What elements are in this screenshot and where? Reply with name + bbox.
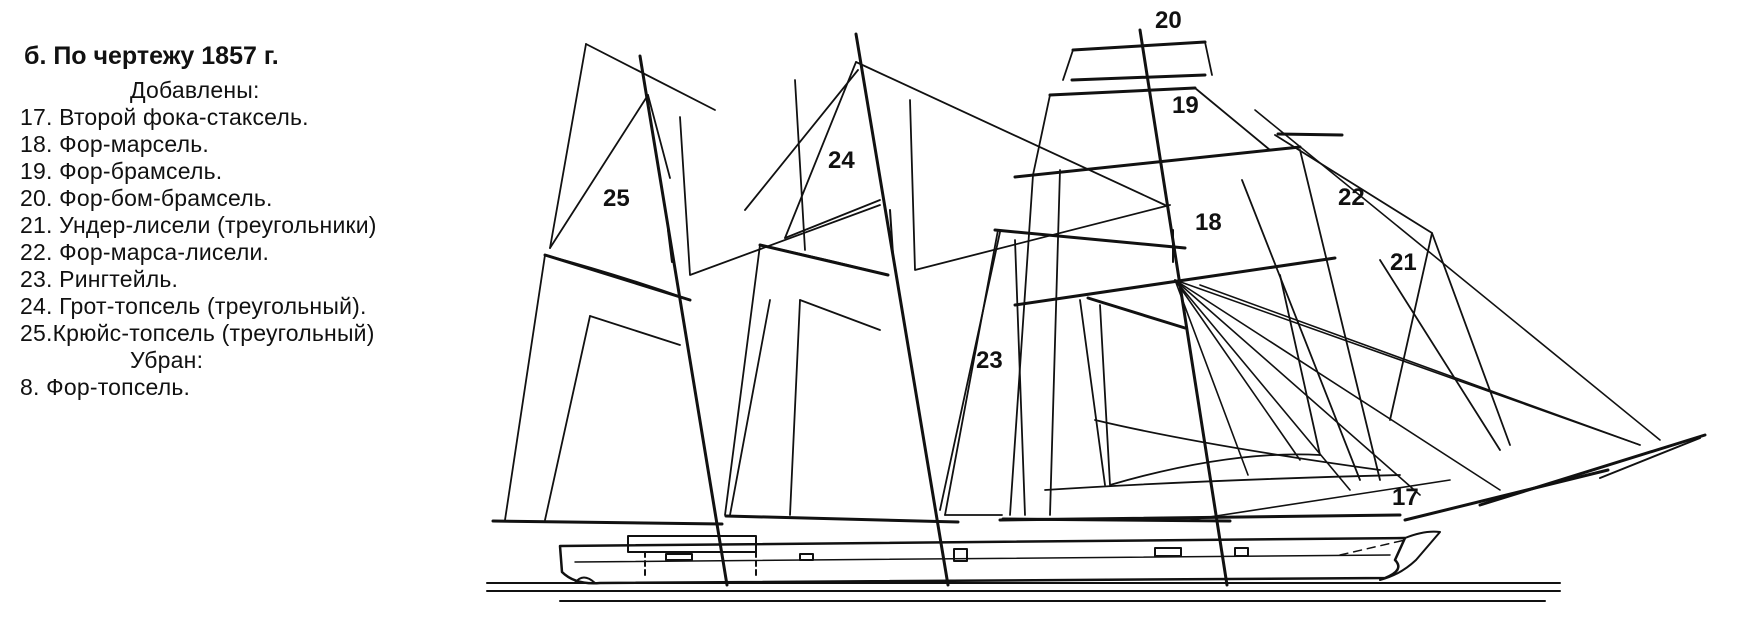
legend-item-21: 21. Ундер-лисели (треугольники): [20, 212, 377, 238]
sail-number-20: 20: [1155, 7, 1182, 34]
legend-item-22: 22. Фор-марса-лисели.: [20, 239, 270, 265]
ringtail-sail: [944, 229, 1003, 516]
sail-number-22: 22: [1338, 184, 1365, 211]
added-heading: Добавлены:: [130, 77, 260, 103]
mizzen-sails: [504, 43, 881, 521]
legend-item-20: 20. Фор-бом-брамсель.: [20, 185, 273, 211]
hull: [558, 530, 1441, 585]
masts: [638, 28, 1229, 587]
legend-item-23: 23. Рингтейль.: [20, 266, 179, 292]
sail-number-19: 19: [1172, 92, 1199, 119]
waterlines: [486, 582, 1561, 602]
headsails: [1174, 109, 1661, 521]
sail-numbers: 17 18 19 20 21 22 23 24 25: [603, 7, 1419, 511]
legend-item-17: 17. Второй фока-стаксель.: [20, 104, 309, 130]
removed-heading: Убран:: [130, 347, 204, 373]
legend-title: б. По чертежу 1857 г.: [24, 42, 279, 70]
sail-number-25: 25: [603, 185, 630, 212]
legend-item-19: 19. Фор-брамсель.: [20, 158, 223, 184]
bowsprit: [1403, 433, 1707, 522]
legend-item-8: 8. Фор-топсель.: [20, 374, 191, 400]
main-sails: [724, 61, 1171, 516]
sail-number-17: 17: [1392, 484, 1419, 511]
sail-number-21: 21: [1390, 249, 1417, 276]
sail-number-24: 24: [828, 147, 855, 174]
fore-sails: [939, 41, 1511, 516]
sail-number-18: 18: [1195, 209, 1222, 236]
sail-number-23: 23: [976, 347, 1003, 374]
legend-item-25: 25.Крюйс-топсель (треугольный): [20, 320, 375, 346]
legend-item-18: 18. Фор-марсель.: [20, 131, 210, 157]
legend-item-24: 24. Грот-топсель (треугольный).: [20, 293, 367, 319]
deckhouse: [627, 535, 1249, 576]
legend: б. По чертежу 1857 г. Добавлены: 17. Вто…: [20, 42, 377, 401]
